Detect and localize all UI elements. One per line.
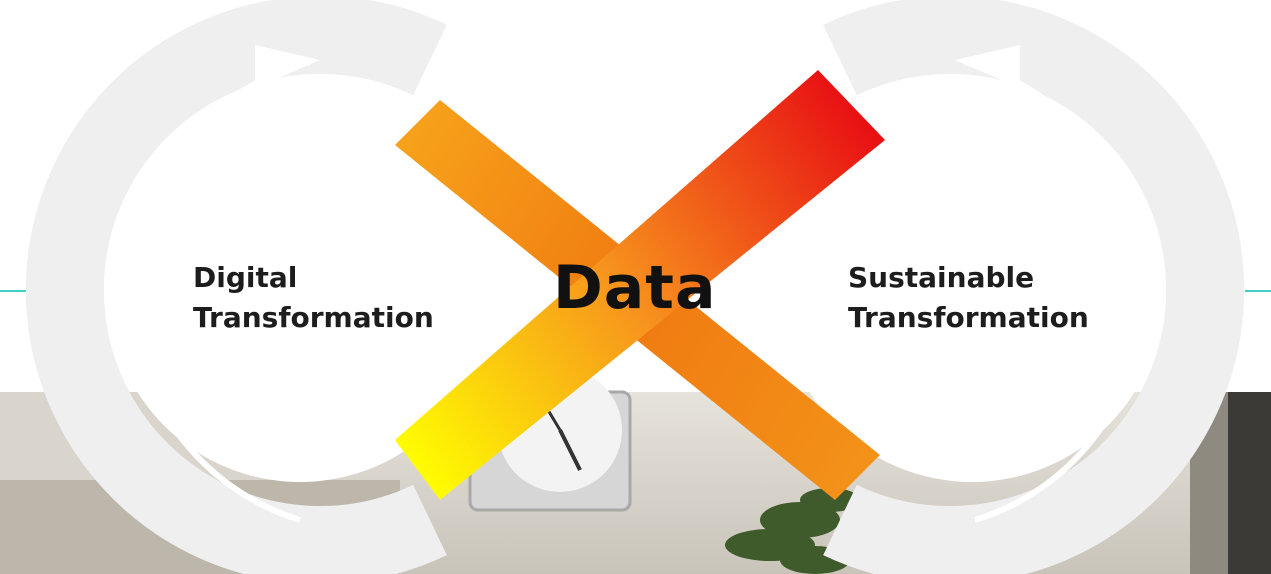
sustainable-transformation-label: Sustainable Transformation — [848, 258, 1089, 338]
digital-transformation-label: Digital Transformation — [193, 258, 434, 338]
cross-symbol — [395, 70, 885, 500]
right-label-line2: Transformation — [848, 301, 1089, 334]
plant-image — [725, 488, 860, 574]
left-label-line2: Transformation — [193, 301, 434, 334]
left-loop-inner — [108, 98, 492, 482]
right-label-line1: Sustainable — [848, 261, 1035, 294]
right-loop-arrowhead — [955, 45, 1020, 88]
left-label-line1: Digital — [193, 261, 298, 294]
right-loop-inner — [780, 98, 1164, 482]
left-loop-arrowhead — [255, 45, 320, 88]
data-label: Data — [553, 253, 717, 323]
